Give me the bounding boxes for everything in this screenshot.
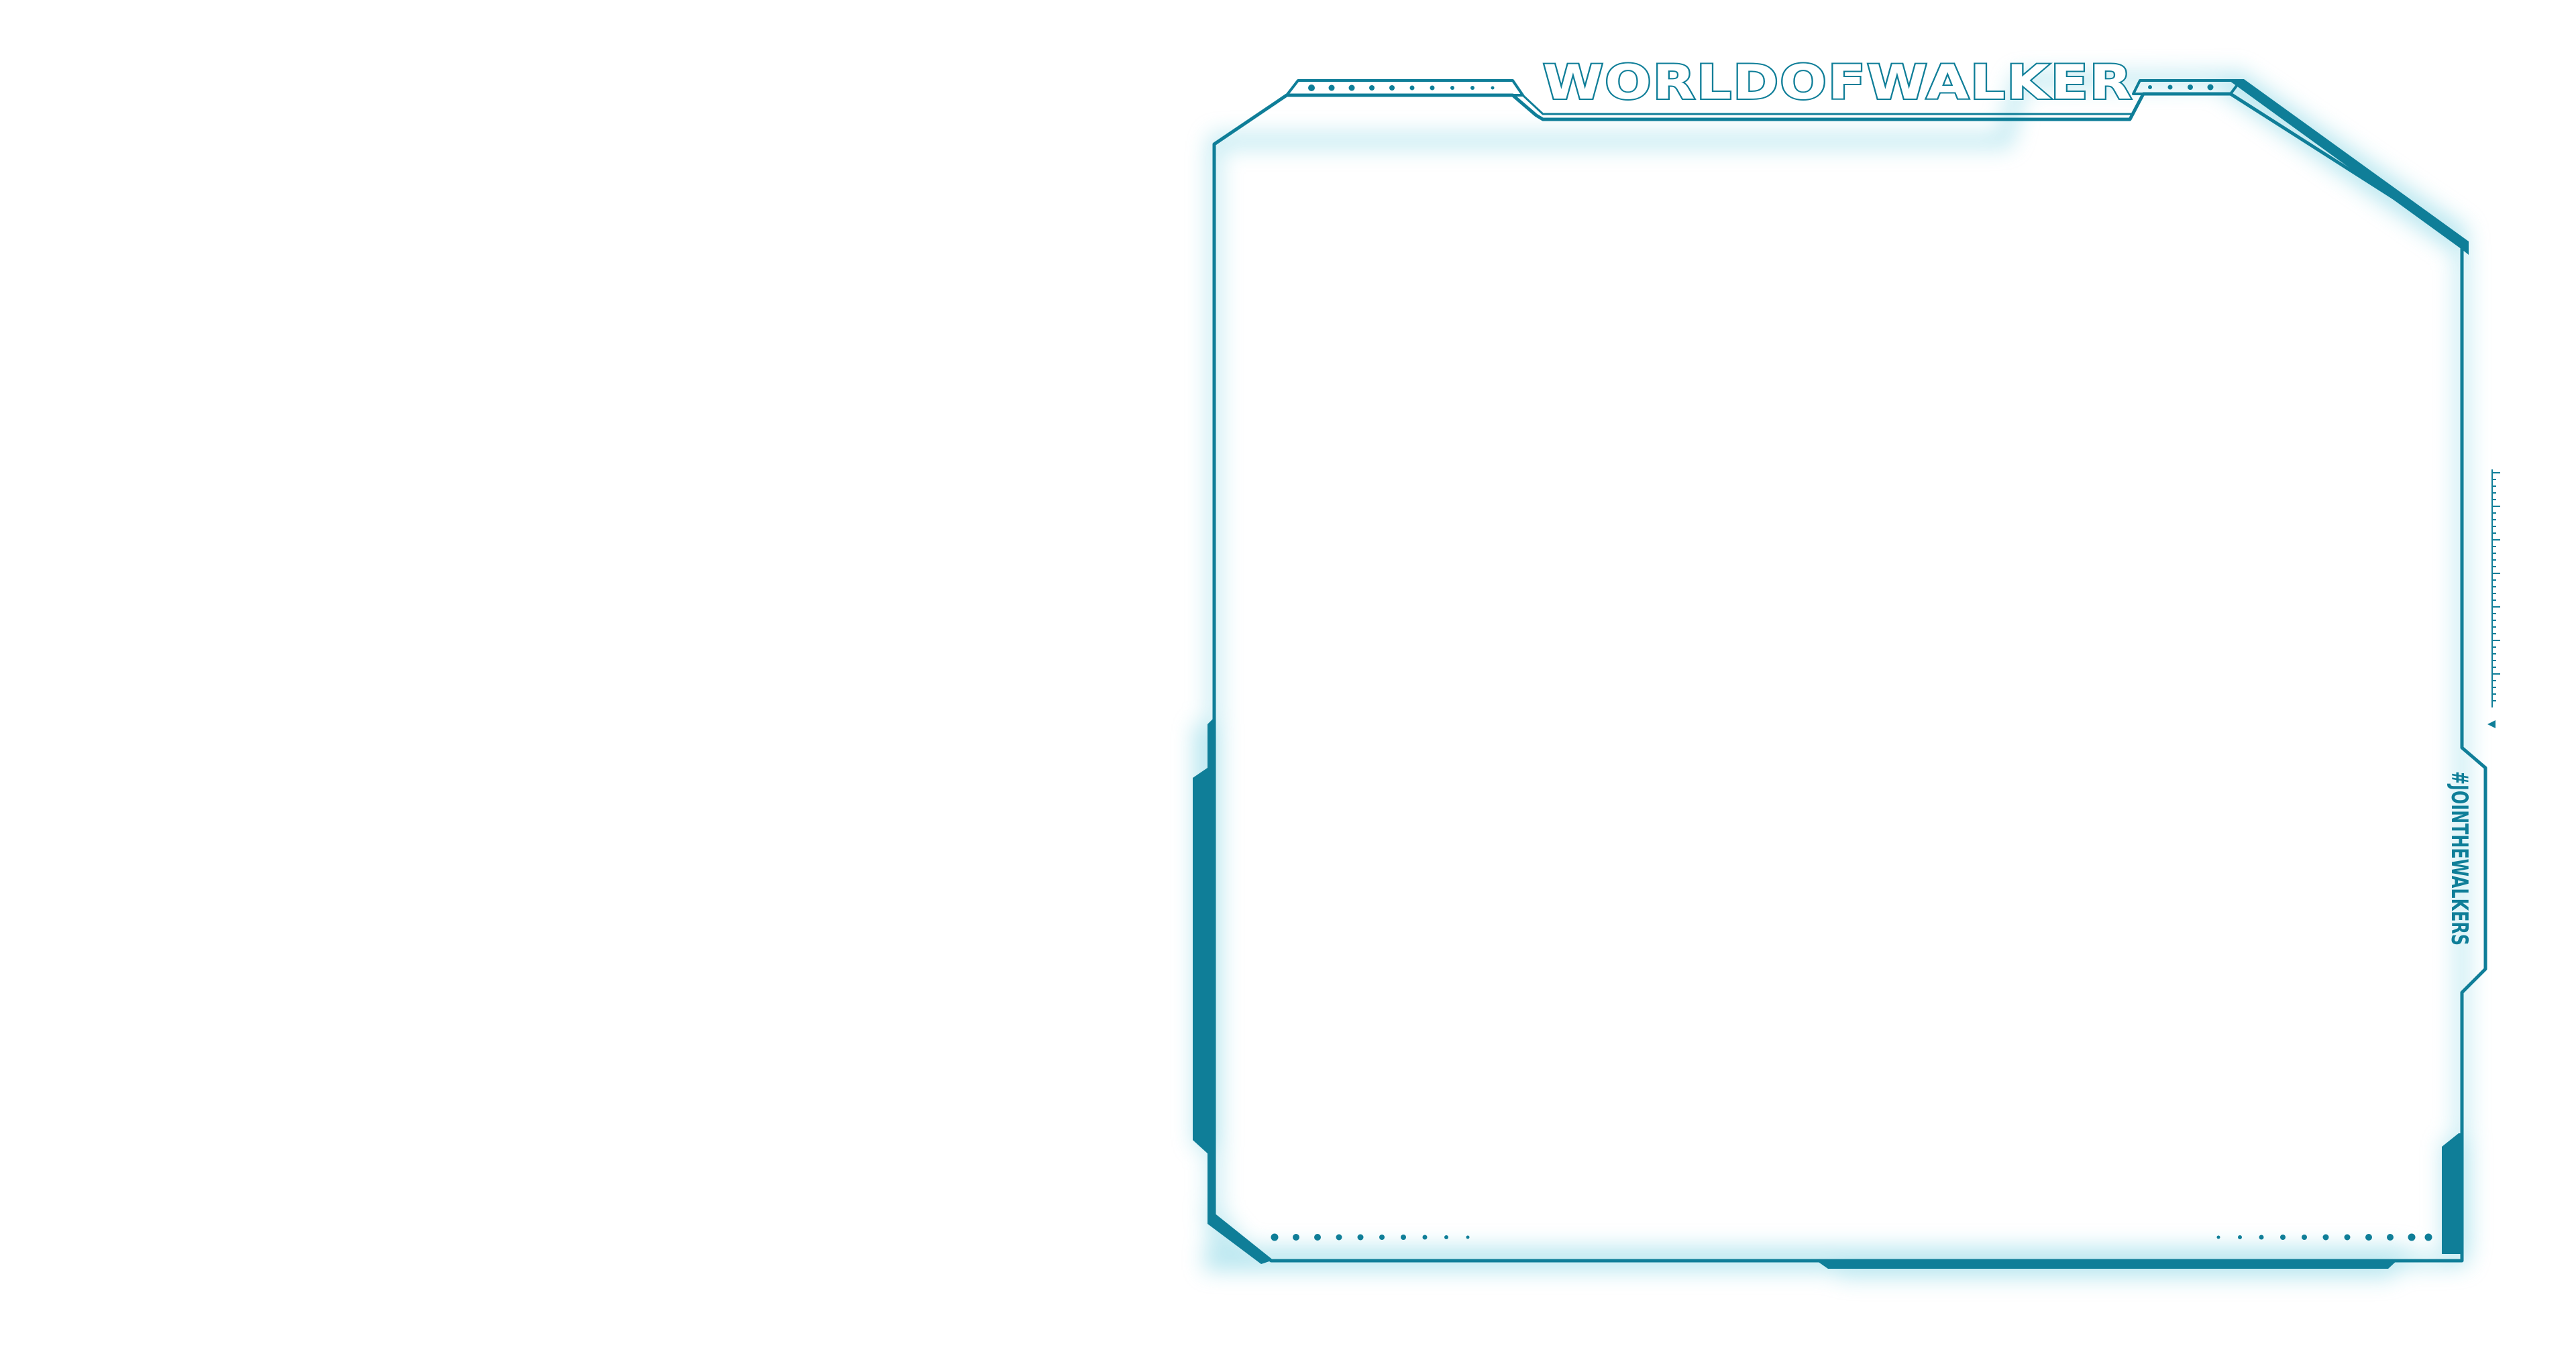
top-right-dots: [2148, 84, 2214, 91]
frame-outline: [1212, 79, 2487, 1263]
overlay-title: WORLDOFWALKER: [1543, 55, 2133, 110]
ruler-ticks: [2492, 472, 2500, 701]
thick-accents: [1193, 79, 2469, 1269]
bottom-left-dots: [1271, 1233, 1470, 1241]
hashtag-label: #JOINTHEWALKERS: [2446, 771, 2473, 946]
frame-glow: [1194, 68, 2470, 1277]
top-left-dots: [1308, 84, 1495, 91]
ruler-arrow-icon: [2487, 720, 2496, 728]
bottom-right-dots: [2216, 1233, 2432, 1241]
